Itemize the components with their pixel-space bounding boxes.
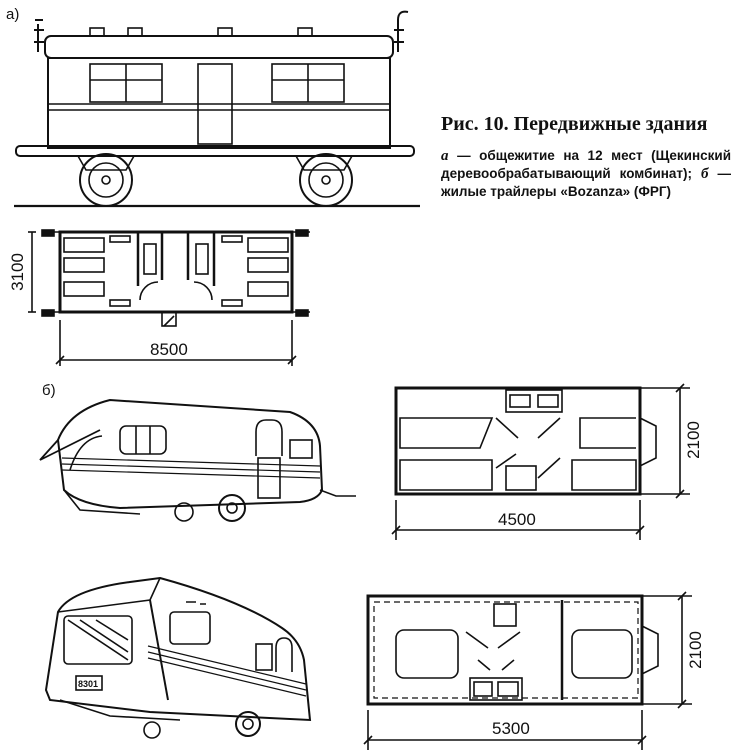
part-a-label: а): [6, 6, 20, 23]
figure-caption: а — общежитие на 12 мест (Щекинский дере…: [441, 147, 731, 200]
caption-a-letter: а: [441, 148, 449, 164]
caption-b-letter: б: [701, 166, 709, 182]
trailer1-perspective: [39, 398, 356, 522]
caption-a-text: — общежитие на 12 мест (Щекинский дерево…: [441, 148, 731, 181]
trailer1-width-dim: 2100: [684, 421, 703, 459]
license-plate: 8301: [78, 679, 99, 689]
trailer2-perspective: [44, 576, 312, 739]
dorm-elevation: [14, 10, 420, 208]
figure-title: Рис. 10. Передвижные здания: [441, 113, 708, 135]
trailer1-length-dim: 4500: [498, 510, 536, 529]
dorm-plan: [28, 229, 310, 366]
caption-b-text: — жилые трайлеры «Bozanza» (ФРГ): [441, 166, 731, 199]
trailer1-plan: [391, 383, 690, 540]
dorm-length-dim: 8500: [150, 340, 188, 359]
trailer2-width-dim: 2100: [686, 631, 705, 669]
part-b-label: б): [42, 382, 56, 399]
trailer2-length-dim: 5300: [492, 719, 530, 738]
trailer2-plan: [363, 591, 692, 750]
dorm-width-dim: 3100: [8, 253, 27, 291]
